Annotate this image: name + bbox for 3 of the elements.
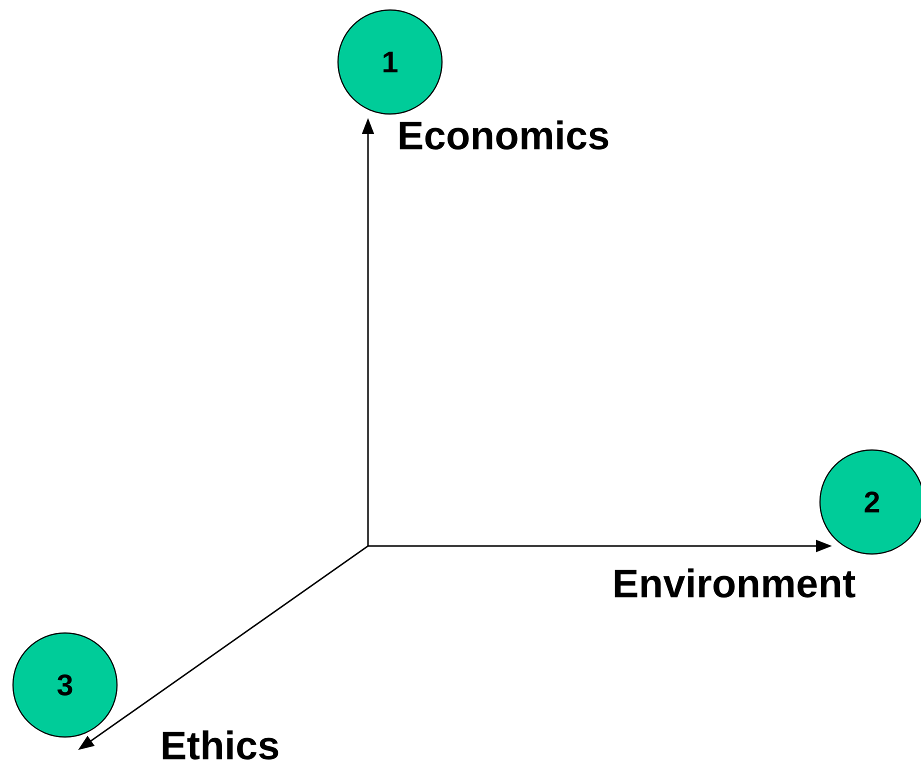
axis-label: Ethics xyxy=(162,730,278,760)
axis-label: Economics xyxy=(400,120,608,150)
axis-label: Environment xyxy=(614,568,856,598)
